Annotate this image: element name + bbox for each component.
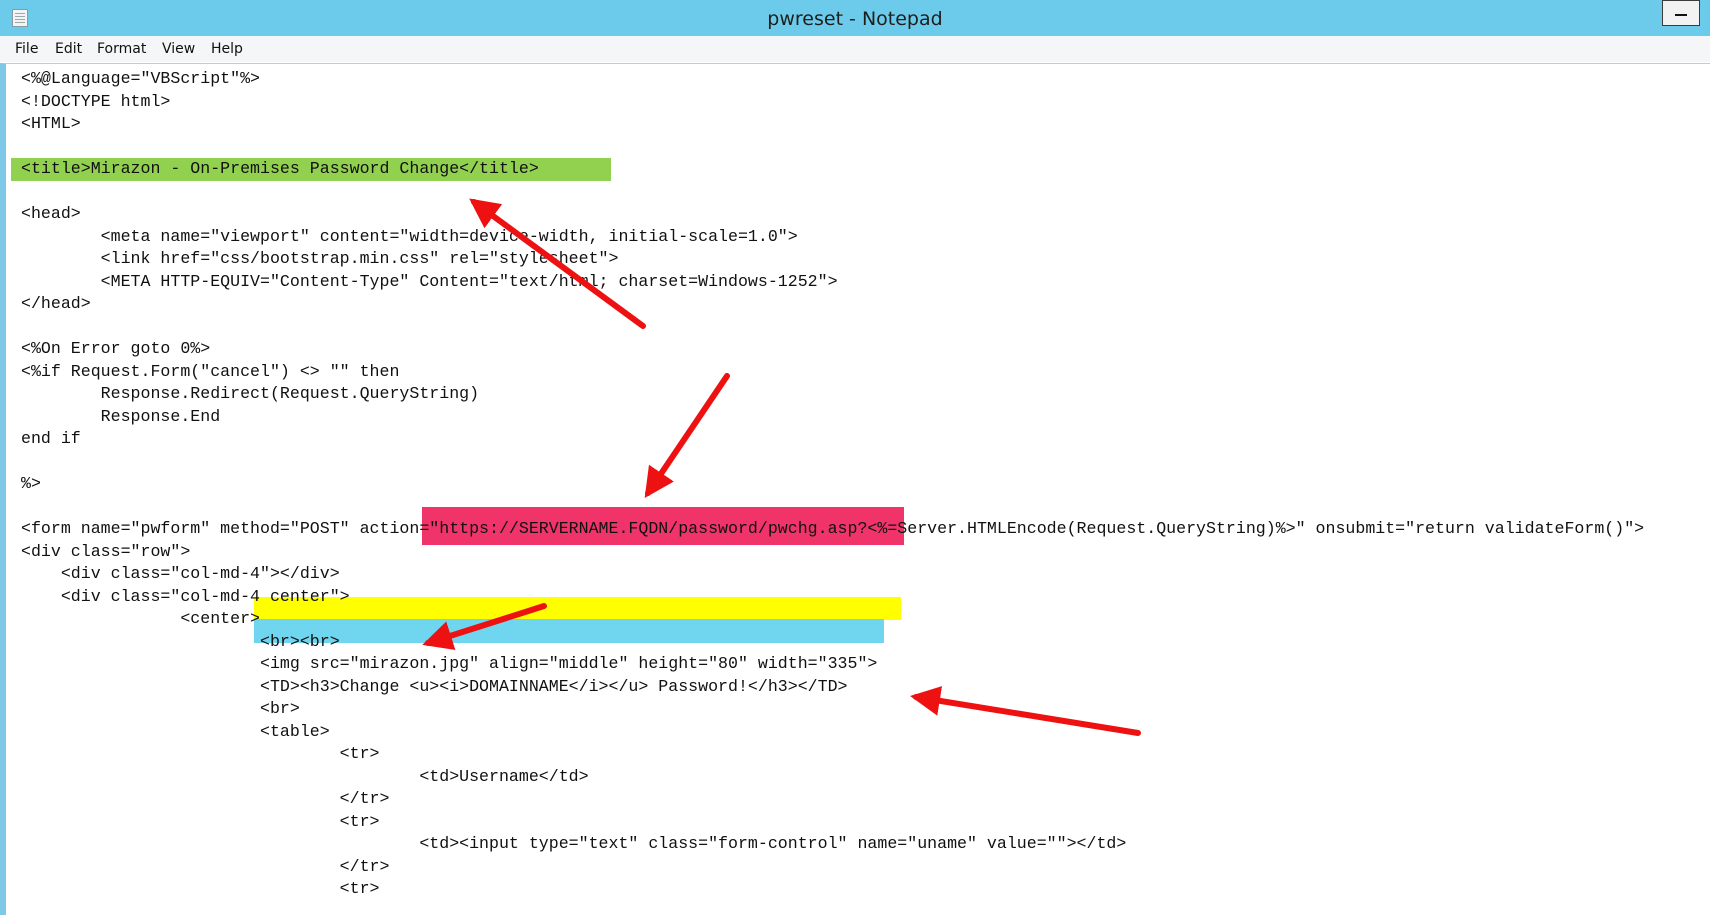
code-line: <meta name="viewport" content="width=dev… (21, 226, 798, 246)
code-line: <br> (21, 699, 300, 718)
code-line: </tr> (21, 789, 390, 808)
code-line: <link href="css/bootstrap.min.css" rel="… (21, 249, 619, 268)
code-line: <table> (21, 721, 330, 741)
code-line: <HTML> (21, 114, 81, 133)
text-editor[interactable]: <%@Language="VBScript"%> <!DOCTYPE html> <… (0, 63, 1710, 915)
code-line: end if (21, 429, 81, 448)
highlight-title-line (11, 158, 611, 181)
menu-help[interactable]: Help (211, 41, 243, 57)
code-line: %> (21, 474, 41, 493)
code-line: <!DOCTYPE html> (21, 91, 171, 111)
highlight-td-line (254, 619, 884, 643)
menu-edit[interactable]: Edit (55, 41, 83, 57)
code-line: <META HTTP-EQUIV="Content-Type" Content=… (21, 271, 838, 291)
code-line: <tr> (21, 744, 380, 763)
menu-view[interactable]: View (162, 41, 196, 57)
menu-bar: File Edit Format View Help (0, 36, 1710, 62)
menu-file[interactable]: File (15, 41, 39, 57)
code-line: </head> (21, 294, 91, 313)
code-line: <td><input type="text" class="form-contr… (21, 834, 1127, 853)
code-line: <br><br> (21, 631, 340, 651)
notepad-icon (12, 9, 28, 27)
window-title: pwreset - Notepad (767, 8, 943, 30)
minimize-icon (1675, 14, 1687, 16)
code-line: <%if Request.Form("cancel") <> "" then (21, 361, 400, 381)
code-line: <form name="pwform" method="POST" action… (21, 519, 1645, 538)
code-line: <center> (21, 609, 260, 628)
code-line: <div class="col-md-4"></div> (21, 564, 340, 583)
code-line: <TD><h3>Change <u><i>DOMAINNAME</i></u> … (21, 676, 848, 696)
code-line: <head> (21, 204, 81, 223)
code-line: <tr> (21, 879, 380, 898)
code-line: Response.Redirect(Request.QueryString) (21, 384, 480, 403)
code-line: <%@Language="VBScript"%> (21, 69, 260, 88)
code-line: <div class="row"> (21, 541, 191, 561)
highlight-action-url (422, 507, 904, 545)
code-line: <tr> (21, 811, 380, 831)
minimize-button[interactable] (1662, 0, 1700, 26)
code-line: </tr> (21, 856, 390, 876)
code-line: <title>Mirazon - On-Premises Password Ch… (21, 159, 539, 178)
code-line: Response.End (21, 406, 221, 426)
code-line: <td>Username</td> (21, 766, 589, 786)
code-line: <img src="mirazon.jpg" align="middle" he… (21, 654, 878, 673)
menu-format[interactable]: Format (97, 41, 147, 57)
code-line: <%On Error goto 0%> (21, 339, 211, 358)
title-bar: pwreset - Notepad (0, 0, 1710, 36)
highlight-img-line (254, 597, 901, 620)
code-line: <div class="col-md-4 center"> (21, 586, 350, 606)
